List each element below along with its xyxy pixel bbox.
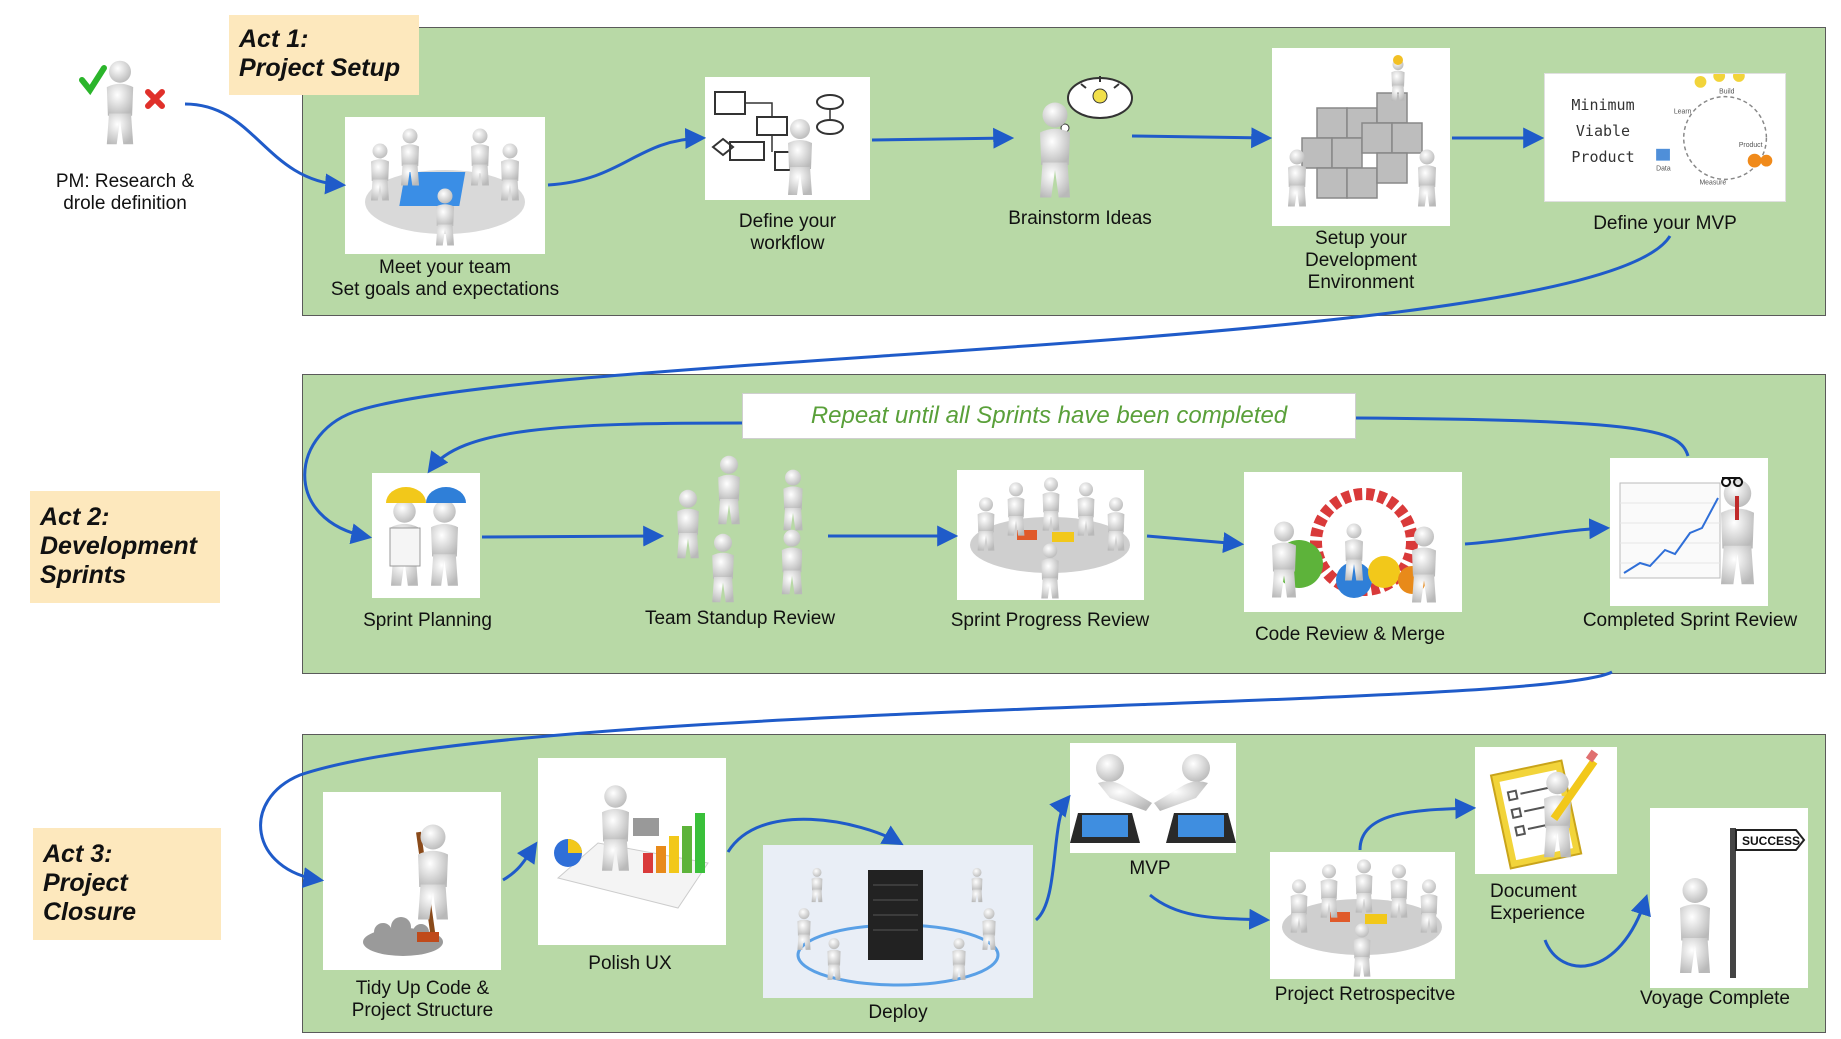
act1-step1-line1: Meet your team [379, 257, 511, 278]
act3-step3-line1: Deploy [868, 1002, 928, 1023]
progress-review-image [957, 470, 1144, 600]
act3-step6-line2: Experience [1490, 903, 1586, 924]
act3-label: Act 3: Project Closure [33, 828, 221, 940]
mvp-cycle-build: Build [1719, 89, 1734, 96]
standup-icon [677, 455, 803, 603]
act1-step4-line1: Setup your [1315, 228, 1407, 249]
polish-ux-image [538, 758, 726, 945]
pm-caption-line2: drole definition [63, 193, 187, 214]
deploy-image [763, 845, 1033, 998]
act1-step2-caption: Define your workflow [700, 211, 875, 255]
brainstorm-icon [1040, 76, 1133, 198]
gears-icon [1272, 488, 1436, 603]
act3-label-line2: Project [43, 869, 128, 897]
mvp-cycle-data: Data [1656, 165, 1671, 172]
act3-step4-caption: MVP [1100, 858, 1200, 880]
retrospective-image [1270, 852, 1455, 979]
person-check-cross-icon [79, 60, 165, 145]
act2-label: Act 2: Development Sprints [30, 491, 220, 603]
tidy-up-image [323, 792, 501, 970]
growth-chart-icon [1619, 477, 1754, 585]
act3-step6-caption: Document Experience [1490, 881, 1600, 925]
repeat-banner: Repeat until all Sprints have been compl… [742, 393, 1356, 439]
act2-step2-caption: Team Standup Review [644, 608, 836, 629]
act1-step4-caption: Setup your Development Environment [1270, 228, 1452, 294]
mvp-text-line3: Product [1571, 148, 1635, 166]
team-meeting-image [345, 117, 545, 254]
pm-caption-line1: PM: Research & [55, 171, 195, 192]
act1-step1-caption: Meet your team Set goals and expectation… [310, 257, 580, 301]
act2-step3-caption: Sprint Progress Review [950, 610, 1150, 631]
mvp-cycle-learn: Learn [1674, 108, 1692, 115]
act3-step7-caption: Voyage Complete [1625, 988, 1805, 1010]
act3-step1-line1: Tidy Up Code & [355, 978, 490, 999]
sprint-planning-image [372, 473, 480, 598]
act3-label-line1: Act 3: [43, 840, 113, 868]
act3-step2-caption: Polish UX [560, 953, 700, 975]
act2-label-line2: Development [40, 532, 197, 560]
success-sign-text: SUCCESS [1742, 834, 1800, 848]
act1-step5-caption: Define your MVP [1560, 213, 1770, 235]
act3-step5-line1: Project Retrospecitve [1274, 984, 1456, 1005]
act1-label-line1: Act 1: [239, 25, 309, 53]
act2-step1-caption: Sprint Planning [363, 610, 492, 631]
act1-step2-line2: workflow [750, 233, 825, 254]
act1-step1-line2: Set goals and expectations [330, 279, 560, 300]
completed-review-image [1610, 458, 1768, 606]
puzzle-icon [1288, 55, 1436, 207]
handshake-icon [1070, 754, 1236, 843]
act1-step4-line2: Development [1305, 250, 1417, 271]
hardhat-icon [386, 487, 466, 586]
code-review-image [1244, 472, 1462, 612]
document-image [1475, 747, 1617, 874]
brainstorm-image [1020, 70, 1140, 200]
voyage-complete-image: SUCCESS [1650, 808, 1808, 988]
act3-step6-line1: Document [1490, 881, 1577, 902]
act3-label-line3: Closure [43, 898, 137, 926]
mvp-text: Minimum Viable Product [1553, 92, 1653, 170]
act1-label: Act 1: Project Setup [229, 15, 419, 95]
server-network-icon [796, 867, 1000, 987]
team-meeting-icon [365, 128, 525, 246]
workflow-icon [711, 91, 844, 195]
success-sign-icon: SUCCESS [1680, 828, 1806, 978]
act1-step5-line1: Define your MVP [1593, 213, 1737, 234]
act1-label-line2: Project Setup [239, 54, 401, 82]
checklist-icon [1489, 749, 1599, 870]
workflow-image [705, 77, 870, 200]
broom-icon [363, 824, 448, 956]
act2-label-line3: Sprints [40, 561, 127, 589]
standup-image [665, 450, 825, 610]
mvp-text-line1: Minimum [1571, 96, 1635, 114]
act1-step4-line3: Environment [1307, 272, 1415, 293]
mvp-cycle-measure: Measure [1699, 179, 1726, 186]
mvp-text-line2: Viable [1575, 122, 1631, 140]
act3-step5-caption: Project Retrospecitve [1255, 984, 1475, 1006]
act3-step3-caption: Deploy [843, 1002, 953, 1024]
act3-step1-caption: Tidy Up Code & Project Structure [330, 978, 515, 1022]
act1-step3-line1: Brainstorm Ideas [1008, 208, 1152, 229]
act2-step4-caption: Code Review & Merge [1254, 624, 1446, 645]
act2-step5-caption: Completed Sprint Review [1582, 610, 1798, 631]
act1-step2-line1: Define your [738, 211, 837, 232]
act1-step3-caption: Brainstorm Ideas [985, 208, 1175, 230]
act2-label-line1: Act 2: [40, 503, 110, 531]
mvp-image: Minimum Viable Product Build Product Mea… [1544, 73, 1786, 202]
act3-step7-line1: Voyage Complete [1640, 988, 1790, 1009]
mvp-cycle-icon: Build Product Measure Data Learn [1656, 74, 1773, 186]
pm-caption: PM: Research & drole definition [40, 171, 210, 215]
puzzle-image [1272, 48, 1450, 226]
act3-step1-line2: Project Structure [351, 1000, 494, 1021]
pm-figure [70, 40, 170, 165]
act3-step2-line1: Polish UX [588, 953, 672, 974]
act3-step4-line1: MVP [1129, 858, 1171, 879]
retro-meeting-icon [1282, 859, 1442, 977]
mvp-cycle-product: Product [1739, 142, 1763, 149]
ux-chart-icon [554, 785, 709, 909]
progress-meeting-icon [970, 477, 1130, 599]
mvp-handshake-image [1070, 743, 1236, 853]
